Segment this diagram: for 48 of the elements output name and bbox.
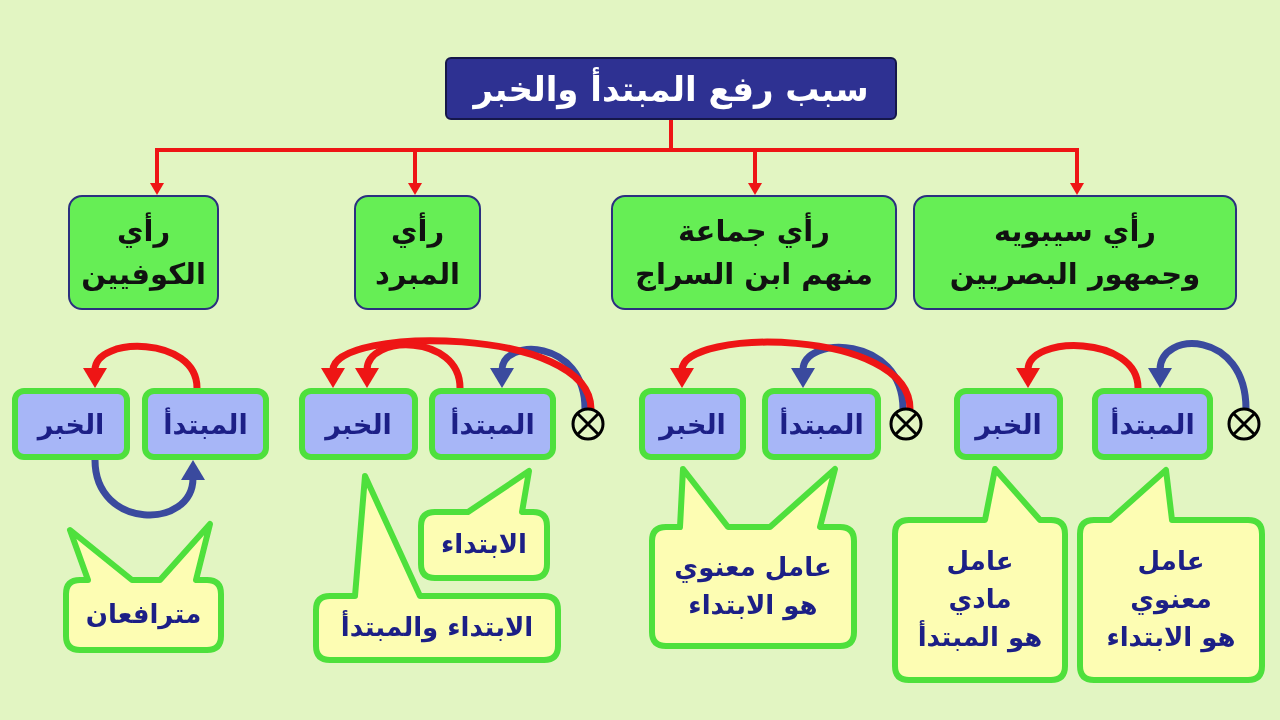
term-box xyxy=(762,388,881,460)
opinion-box xyxy=(611,195,897,310)
title-banner xyxy=(445,57,897,120)
term-box xyxy=(639,388,746,460)
opinion-box xyxy=(68,195,219,310)
term-label: المبتدأ xyxy=(779,408,864,440)
bubble-text: عامل معنوي هو الابتداء xyxy=(674,550,832,623)
term-label: الخبر xyxy=(37,408,105,440)
curved-arrow xyxy=(791,343,907,410)
crossed-circle-icon xyxy=(889,407,923,441)
term-label: المبتدأ xyxy=(1110,408,1195,440)
speech-bubble xyxy=(891,465,1069,684)
term-box xyxy=(429,388,556,460)
opinion-text: رأي المبرد xyxy=(375,211,461,293)
curved-arrow xyxy=(490,346,589,410)
bubble-text: عامل مادي هو المبتدأ xyxy=(917,545,1043,655)
speech-bubble xyxy=(62,520,225,654)
opinion-box xyxy=(913,195,1237,310)
term-label: الخبر xyxy=(659,408,726,440)
bubble-text: مترافعان xyxy=(85,598,202,632)
term-box xyxy=(954,388,1063,460)
curved-arrow xyxy=(670,338,914,410)
term-label: المبتدأ xyxy=(450,408,535,440)
curved-arrow xyxy=(321,337,595,410)
opinion-text: رأي سيبويه وجمهور البصريين xyxy=(949,211,1201,293)
crossed-circle-icon xyxy=(1227,407,1261,441)
bubble-text: عامل معنوي هو الابتداء xyxy=(1106,545,1236,655)
speech-bubble xyxy=(417,467,551,582)
bubble-text: الابتداء xyxy=(441,528,527,562)
title-text: سبب رفع المبتدأ والخبر xyxy=(473,68,869,109)
term-label: الخبر xyxy=(325,408,392,440)
term-label: الخبر xyxy=(975,408,1042,440)
curved-arrow xyxy=(1148,340,1250,410)
term-box xyxy=(142,388,269,460)
term-label: المبتدأ xyxy=(163,408,248,440)
term-box xyxy=(1092,388,1213,460)
speech-bubble xyxy=(648,465,858,650)
crossed-circle-icon xyxy=(571,407,605,441)
speech-bubble xyxy=(312,472,562,664)
bubble-text: الابتداء والمبتدأ xyxy=(340,609,534,645)
term-box xyxy=(299,388,418,460)
speech-bubble xyxy=(1076,466,1266,684)
opinion-text: رأي جماعة منهم ابن السراج xyxy=(635,211,873,293)
opinion-text: رأي الكوفيين xyxy=(81,211,206,293)
term-box xyxy=(12,388,130,460)
curved-arrow xyxy=(91,459,205,519)
curved-arrow xyxy=(355,341,464,389)
opinion-box xyxy=(354,195,481,310)
